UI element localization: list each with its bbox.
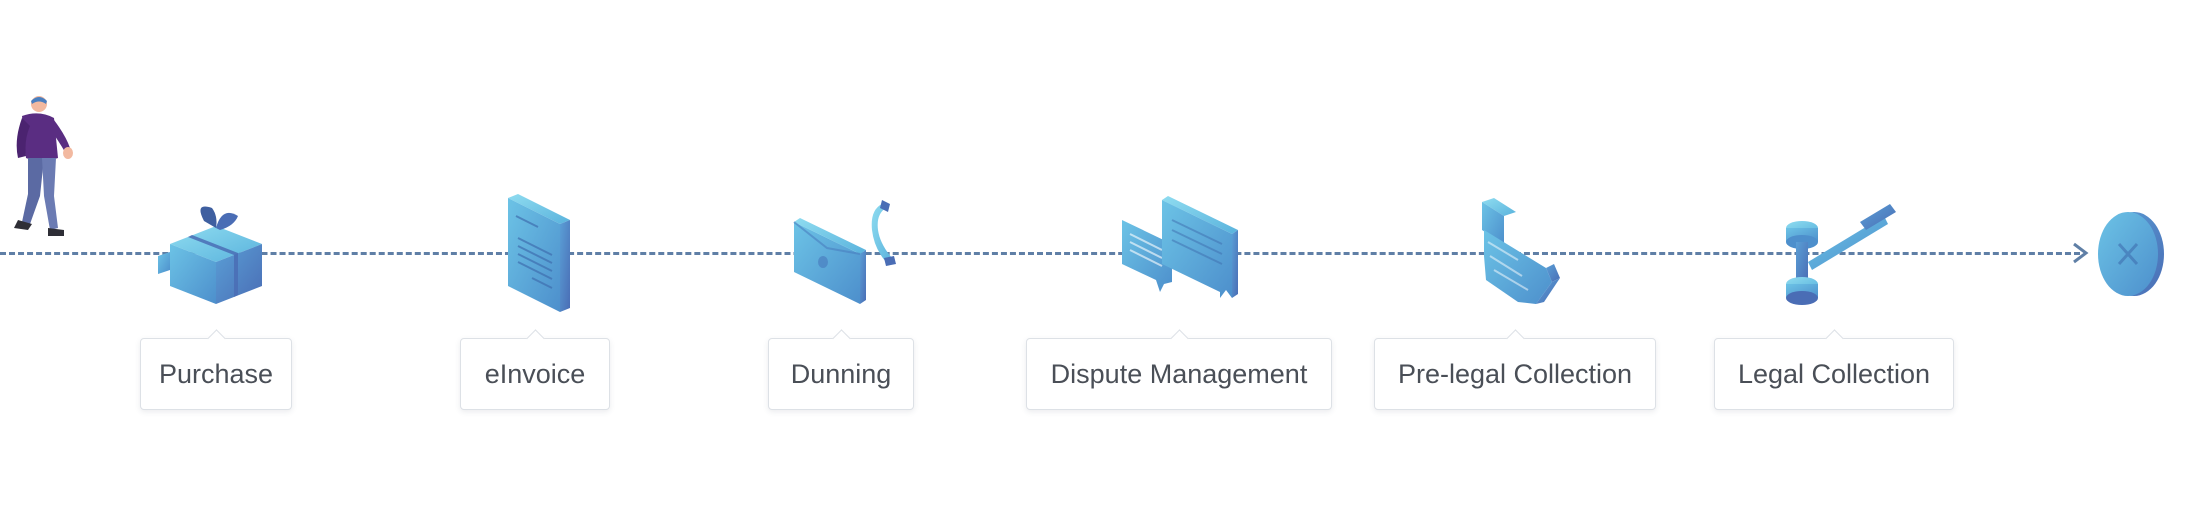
- invoice-document-icon: [508, 194, 570, 312]
- gift-box-icon: [158, 206, 262, 304]
- step-label-pre-legal-collection: Pre-legal Collection: [1374, 338, 1656, 410]
- close-circle-icon: [2098, 212, 2164, 296]
- envelope-phone-icon: [793, 200, 896, 304]
- pointing-hand-icon: [1482, 198, 1560, 304]
- step-label-einvoice: eInvoice: [460, 338, 610, 410]
- step-label-dispute-management: Dispute Management: [1026, 338, 1332, 410]
- timeline-line: [0, 252, 2080, 255]
- arrow-head-icon: [2073, 242, 2089, 264]
- step-label-dunning: Dunning: [768, 338, 914, 410]
- speech-bubbles-icon: [1122, 196, 1238, 298]
- gavel-icon: [1786, 204, 1896, 305]
- step-label-purchase: Purchase: [140, 338, 292, 410]
- walking-person-icon: [14, 96, 73, 236]
- step-label-legal-collection: Legal Collection: [1714, 338, 1954, 410]
